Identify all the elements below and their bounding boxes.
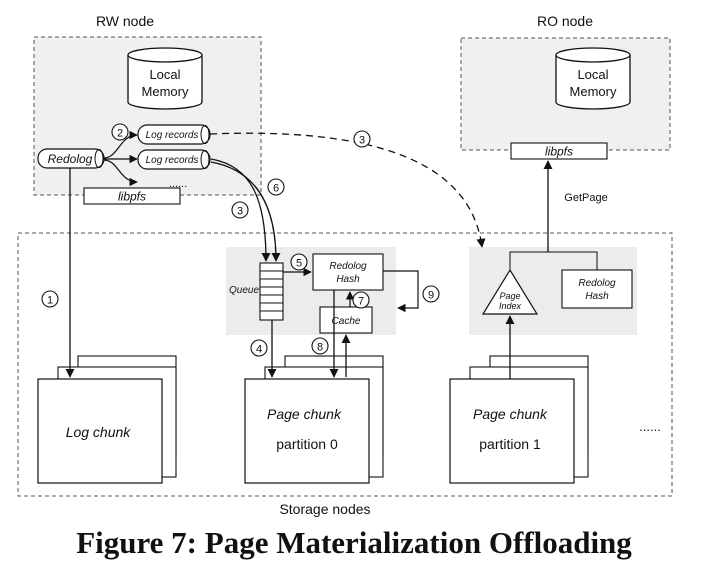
step-2-marker: 2 [111, 123, 129, 141]
step-7-marker: 7 [352, 291, 370, 309]
step-3a-marker: 3 [353, 130, 371, 148]
rw-local-memory-cylinder: Local Memory [127, 47, 203, 110]
connectors [65, 132, 598, 379]
log-records-cylinder-1: Log records [137, 124, 211, 145]
redolog-hash-loop-arrow [383, 270, 419, 313]
ro-node: RO node Local Memory libpfs [460, 13, 671, 160]
log-records-to-queue-arrow-2 [210, 161, 281, 262]
svg-text:5: 5 [296, 258, 302, 270]
svg-text:9: 9 [428, 290, 434, 302]
step-1-marker: 1 [41, 290, 59, 308]
page-index-triangle: Page Index [481, 268, 539, 315]
redolog-to-more-records-arrow [103, 159, 138, 187]
log-chunk-stack: Log chunk [37, 355, 177, 484]
rw-node: RW node Local Memory Redolog Log records… [33, 13, 262, 205]
page-chunk-0-stack: Page chunk partition 0 [244, 355, 384, 484]
log-chunk-label: Log chunk [66, 424, 132, 440]
svg-text:8: 8 [317, 342, 323, 354]
storage-nodes: Storage nodes Queue Redolog Hash Cache [17, 232, 673, 517]
ro-node-title: RO node [537, 13, 593, 29]
log-records-to-ro-dashed-arrow [209, 132, 486, 248]
log-records-label-2: Log records [146, 155, 199, 166]
redolog-hash-label-1: Redolog [329, 261, 367, 272]
rw-libpfs-box: libpfs [83, 187, 181, 205]
svg-text:7: 7 [358, 296, 364, 308]
redolog-hash-label-2: Hash [336, 274, 360, 285]
svg-text:3: 3 [359, 135, 365, 147]
ro-redolog-hash-box: Redolog Hash [561, 269, 633, 309]
svg-text:1: 1 [47, 295, 53, 307]
page-index-label-2: Index [499, 301, 522, 311]
redolog-label: Redolog [48, 152, 93, 166]
step-markers: 1 2 3 3 4 5 6 7 [41, 123, 440, 357]
svg-text:4: 4 [256, 344, 262, 356]
rw-local-memory-label-2: Memory [142, 84, 189, 99]
page-chunk-0-label: Page chunk [267, 406, 342, 422]
redolog-to-log-records-1-arrow [103, 130, 138, 159]
figure-caption: Figure 7: Page Materialization Offloadin… [76, 525, 632, 560]
storage-ellipsis: ...... [639, 419, 661, 434]
step-5-marker: 5 [290, 253, 308, 271]
ro-local-memory-cylinder: Local Memory [555, 47, 631, 110]
ro-local-memory-label-1: Local [577, 67, 608, 82]
rw-local-memory-label-1: Local [149, 67, 180, 82]
queue: Queue [229, 262, 284, 321]
partition-1-label: partition 1 [479, 436, 541, 452]
svg-text:2: 2 [117, 128, 123, 140]
page-chunk-1-stack: Page chunk partition 1 [449, 355, 589, 484]
step-4-marker: 4 [250, 339, 268, 357]
svg-text:6: 6 [273, 183, 279, 195]
ro-storage-bracket [509, 251, 598, 270]
step-6-marker: 6 [267, 178, 285, 196]
cache-label: Cache [332, 316, 361, 327]
svg-text:3: 3 [237, 206, 243, 218]
step-9-marker: 9 [422, 285, 440, 303]
ro-local-memory-label-2: Memory [570, 84, 617, 99]
redolog-hash-box: Redolog Hash [312, 253, 384, 291]
cache-box: Cache [319, 306, 373, 334]
step-3b-marker: 3 [231, 201, 249, 219]
log-records-cylinder-2: Log records [137, 149, 211, 170]
rw-ellipsis: ...... [169, 178, 187, 190]
rw-libpfs-label: libpfs [118, 190, 146, 204]
log-records-to-queue-arrow-1 [210, 158, 271, 262]
ro-libpfs-label: libpfs [545, 145, 573, 159]
queue-label: Queue [229, 285, 259, 296]
ro-redolog-hash-label-2: Hash [585, 291, 609, 302]
ro-libpfs-box: libpfs [510, 142, 608, 160]
page-chunk-1-label: Page chunk [473, 406, 548, 422]
page-index-label-1: Page [499, 291, 520, 301]
partition-0-label: partition 0 [276, 436, 338, 452]
step-8-marker: 8 [311, 337, 329, 355]
ro-redolog-hash-label-1: Redolog [578, 278, 616, 289]
log-records-label-1: Log records [146, 130, 199, 141]
rw-node-title: RW node [96, 13, 154, 29]
getpage-label: GetPage [564, 192, 607, 204]
redolog-cylinder: Redolog [37, 148, 105, 169]
storage-nodes-title: Storage nodes [279, 501, 370, 517]
